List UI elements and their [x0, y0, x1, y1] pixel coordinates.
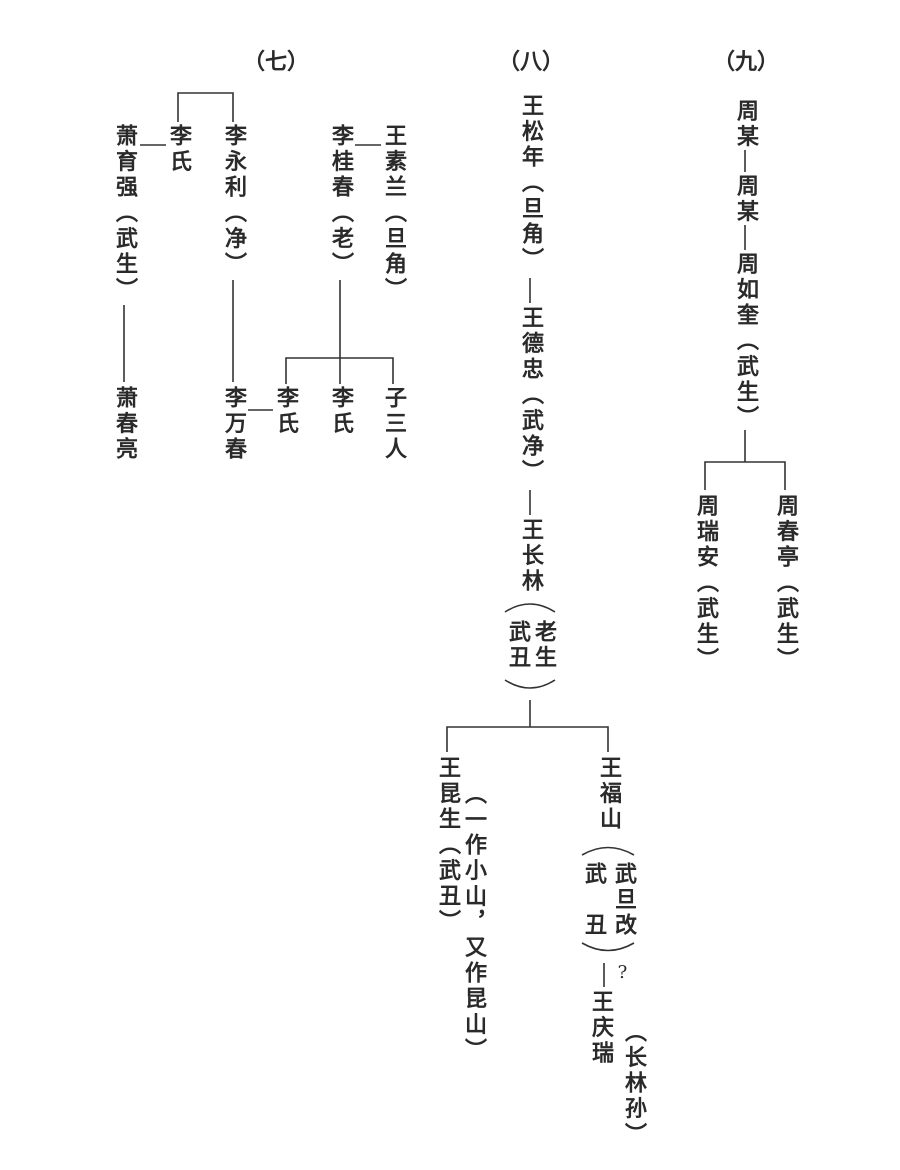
section-label-eight: （八） [497, 50, 565, 75]
role-bracket-fushan-open [581, 846, 635, 856]
section-label-nine: （九） [712, 50, 780, 75]
person-li-shi-b: 李氏 [328, 386, 353, 438]
role-bracket-fushan-close [581, 942, 635, 952]
person-wang-changlin: 王长林 [518, 518, 543, 595]
role-bracket-changlin-open [504, 603, 556, 613]
section-label-seven: （七） [242, 50, 310, 75]
person-li-shi-top: 李氏 [166, 124, 191, 176]
person-zhou-chunting: 周春亭（武生） [773, 494, 798, 674]
note-wang-qingrui: （长林孙） [621, 1020, 646, 1148]
person-zhou-mou-2: 周某 [733, 174, 758, 226]
person-li-wanchun: 李万春 [221, 386, 246, 463]
role-fushan-2: 武 丑 [581, 862, 606, 939]
person-li-guichun: 李桂春（老） [328, 124, 353, 278]
person-li-shi-a: 李氏 [273, 386, 298, 438]
person-wang-songnian: 王松年（旦角） [518, 94, 543, 274]
person-wang-sulan: 王素兰（旦角） [381, 124, 406, 304]
person-wang-qingrui: 王庆瑞 [588, 990, 613, 1067]
person-zhou-ruian: 周瑞安（武生） [693, 494, 718, 674]
role-fushan-1: 武旦改 [611, 862, 636, 939]
children-bracket-li-guichun [285, 357, 394, 384]
person-wang-fushan: 王福山 [596, 756, 621, 833]
person-li-yongli: 李永利（净） [221, 124, 246, 278]
uncertain-mark: ? [612, 962, 633, 987]
children-bracket-changlin [446, 726, 609, 752]
person-zhou-mou-1: 周某 [733, 99, 758, 151]
role-changlin-2: 武丑 [505, 620, 530, 672]
person-zi-sanren: 子三人 [381, 386, 406, 463]
person-wang-dezhong: 王德忠（武净） [518, 306, 543, 486]
sibling-bracket-li [177, 92, 234, 122]
role-bracket-changlin-close [504, 679, 556, 689]
person-xiao-chunliang: 萧春亮 [112, 386, 137, 463]
children-bracket-zhou-rukui [704, 461, 786, 490]
note-wang-kunsheng: （一作小山，又作昆山） [461, 782, 486, 1064]
person-zhou-rukui: 周如奎（武生） [733, 252, 758, 432]
person-xiao-yuqiang: 萧育强（武生） [112, 124, 137, 304]
role-changlin-1: 老生 [531, 620, 556, 672]
person-wang-kunsheng: 王昆生（武丑） [435, 756, 460, 936]
